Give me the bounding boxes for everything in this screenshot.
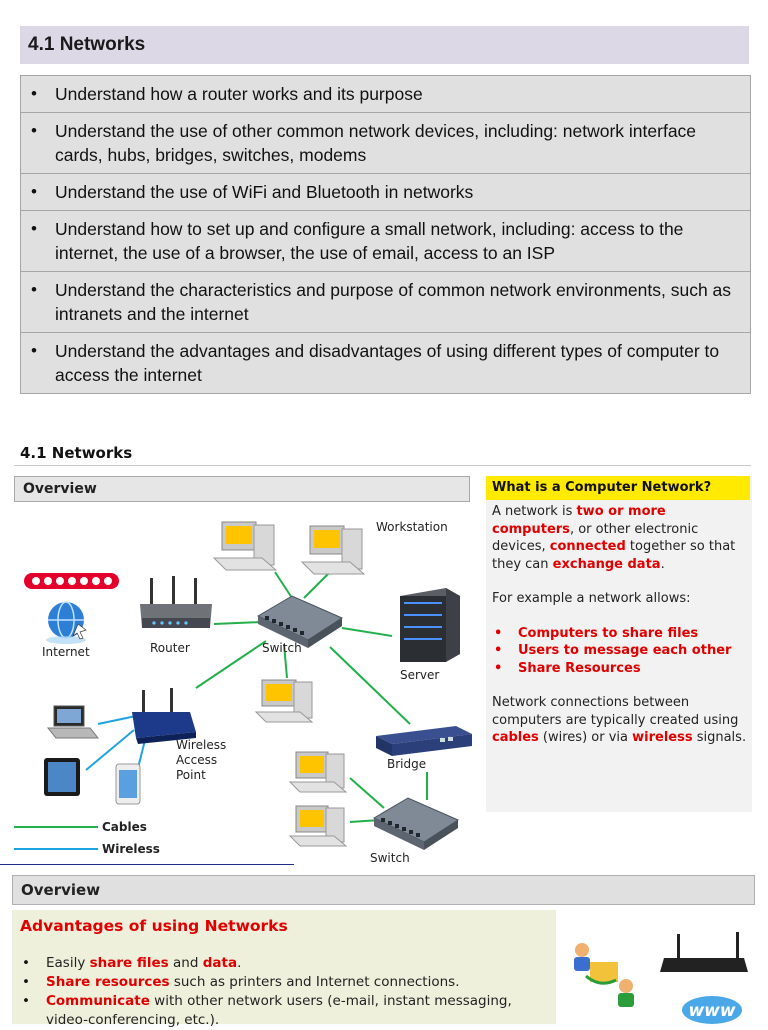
computer-icon: [288, 805, 348, 847]
server-icon: [400, 588, 460, 662]
router-label: Router: [150, 641, 190, 655]
tablet-icon: [44, 758, 80, 796]
list-item: Users to message each other: [492, 642, 748, 660]
advantages-list: Easily share files and data. Share resou…: [20, 954, 556, 1030]
list-item: Share resources such as printers and Int…: [20, 973, 556, 992]
objectives-title: 4.1 Networks: [20, 26, 749, 64]
switch-icon: [372, 797, 460, 850]
server-label: Server: [400, 668, 440, 682]
connections-paragraph: Network connections between computers ar…: [492, 695, 747, 745]
internet-label: Internet: [42, 645, 90, 659]
computer-icon: [300, 525, 366, 575]
switch-label: Switch: [370, 851, 410, 865]
list-item: Computers to share files: [492, 625, 748, 643]
router-icon: [660, 932, 748, 972]
wireless-access-point-icon: [132, 688, 196, 744]
bridge-label: Bridge: [387, 757, 427, 771]
list-item: Easily share files and data.: [20, 954, 556, 973]
advantages-title: Advantages of using Networks: [20, 917, 288, 935]
overview-header: Overview: [12, 875, 755, 905]
cable-lines: [195, 571, 428, 823]
slide2-title: 4.1 Networks: [14, 442, 751, 466]
www-icon: www: [682, 996, 742, 1024]
objective-item: Understand the use of other common netwo…: [21, 113, 750, 174]
definition-heading: What is a Computer Network?: [486, 476, 750, 500]
definition-body: A network is two or more computers, or o…: [492, 503, 748, 764]
legend-wireless-label: Wireless: [102, 842, 160, 856]
computer-icon: [254, 679, 314, 723]
bridge-icon: [376, 726, 472, 756]
objective-item: Understand the use of WiFi and Bluetooth…: [21, 174, 750, 211]
wireless-access-point-label: Wireless Access Point: [176, 738, 227, 782]
network-diagram: Workstation Internet Router Switch Serve…: [0, 500, 480, 870]
definition-paragraph: A network is two or more computers, or o…: [492, 504, 736, 572]
objective-item: Understand how to set up and configure a…: [21, 211, 750, 272]
objectives-table: Understand how a router works and its pu…: [20, 75, 751, 394]
advantages-illustrations: www: [574, 932, 748, 1024]
computer-icon: [288, 751, 348, 793]
divider: [0, 864, 294, 865]
workstation-label: Workstation: [376, 520, 448, 534]
smartphone-icon: [115, 763, 141, 805]
router-icon: [140, 576, 212, 628]
www-label: www: [688, 1001, 735, 1021]
objective-item: Understand the advantages and disadvanta…: [21, 333, 750, 393]
computer-icon: [212, 521, 278, 571]
legend-wireless-swatch: [14, 848, 98, 850]
ooredoo-logo: [24, 573, 119, 589]
objective-item: Understand the characteristics and purpo…: [21, 272, 750, 333]
example-intro: For example a network allows:: [492, 591, 691, 606]
network-uses-list: Computers to share files Users to messag…: [492, 625, 748, 678]
switch-icon: [256, 595, 344, 648]
list-item: Communicate with other network users (e-…: [20, 992, 556, 1030]
file-sharing-icon: [574, 943, 634, 1007]
switch-label: Switch: [262, 641, 302, 655]
list-item: Share Resources: [492, 660, 748, 678]
network-diagram-svg: [24, 521, 472, 850]
objective-item: Understand how a router works and its pu…: [21, 76, 750, 113]
laptop-icon: [46, 705, 100, 739]
internet-globe-icon: [46, 601, 87, 644]
legend-cables-label: Cables: [102, 820, 147, 834]
overview-header: Overview: [14, 476, 470, 502]
legend-cables-swatch: [14, 826, 98, 828]
